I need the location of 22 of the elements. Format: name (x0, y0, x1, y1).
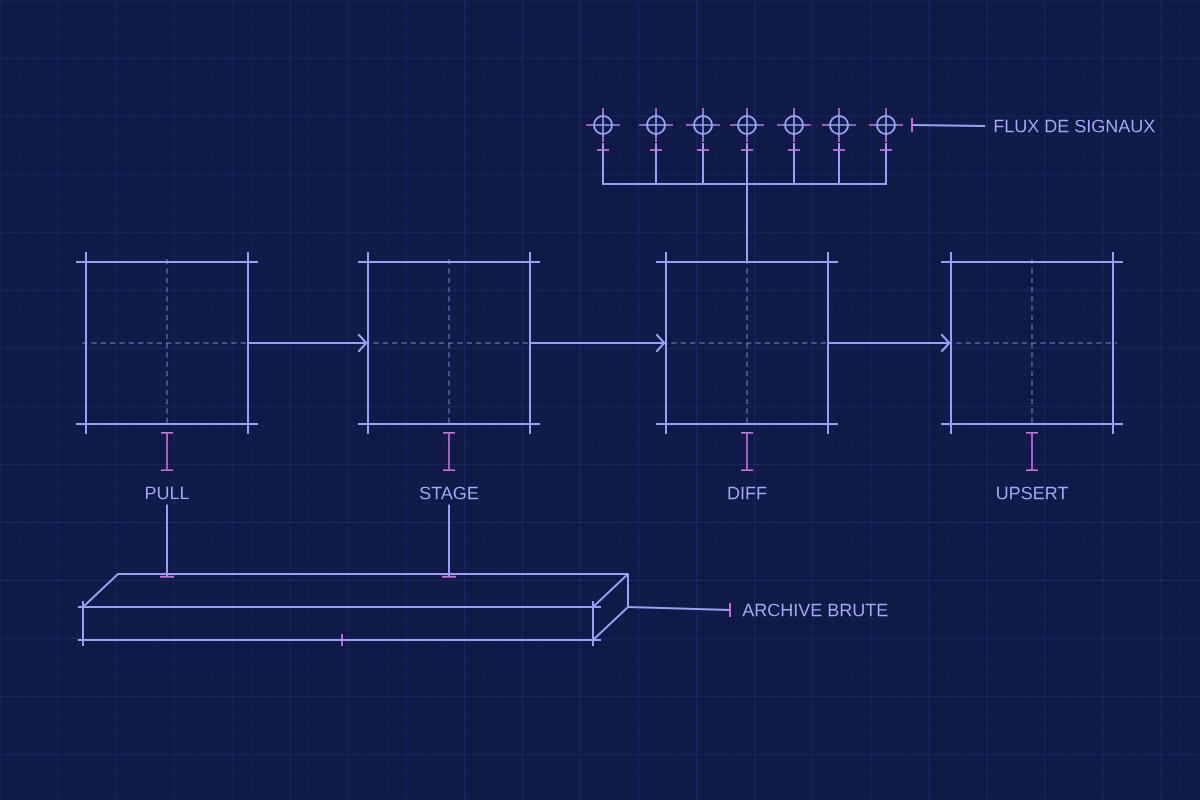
step-label: DIFF (728, 486, 767, 500)
leader-line (911, 124, 986, 127)
crosshair-circle (585, 107, 621, 143)
crosshair-circle (685, 107, 721, 143)
connector-line (448, 503, 450, 578)
arrow (827, 333, 951, 353)
crosshair-circle (729, 107, 765, 143)
step-label: STAGE (420, 486, 479, 500)
crosshair-circle (776, 107, 812, 143)
step-label: UPSERT (997, 486, 1068, 500)
callout-label: FLUX DE SIGNAUX (994, 119, 1155, 133)
leader-line (627, 606, 731, 611)
slab-block (77, 573, 629, 647)
connector-line (602, 142, 887, 263)
crosshair-circle (868, 107, 904, 143)
arrow (247, 333, 368, 353)
callout-label: ARCHIVE BRUTE (742, 603, 888, 617)
connector-line (166, 503, 168, 578)
step-label: PULL (145, 486, 189, 500)
arrow (529, 333, 666, 353)
crosshair-circle (638, 107, 674, 143)
crosshair-circle (821, 107, 857, 143)
